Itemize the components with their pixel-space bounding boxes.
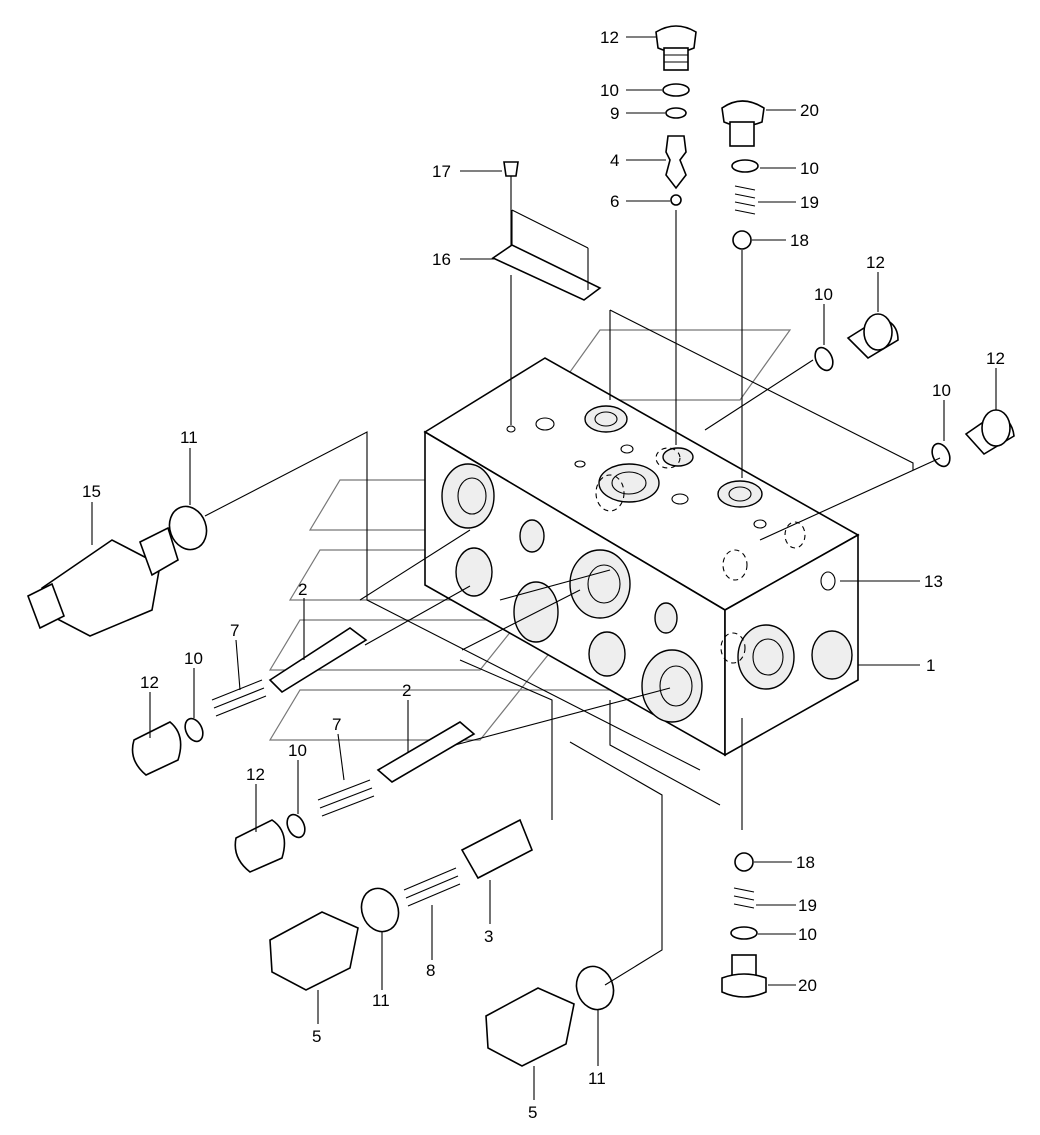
callout: 19 bbox=[800, 193, 819, 212]
bolt-and-plate bbox=[491, 161, 602, 301]
callout: 10 bbox=[798, 925, 817, 944]
top-plug-assembly bbox=[655, 25, 697, 206]
callout: 7 bbox=[230, 621, 239, 640]
callout: 12 bbox=[986, 349, 1005, 368]
callout: 12 bbox=[600, 28, 619, 47]
callout: 13 bbox=[924, 572, 943, 591]
callout: 15 bbox=[82, 482, 101, 501]
callout: 10 bbox=[184, 649, 203, 668]
callout: 11 bbox=[180, 428, 198, 447]
fitting-15 bbox=[26, 505, 208, 637]
callout: 18 bbox=[796, 853, 815, 872]
callout: 10 bbox=[932, 381, 951, 400]
bottom-relief-assembly bbox=[721, 852, 767, 998]
assembly-lines bbox=[204, 210, 941, 986]
callout: 5 bbox=[528, 1103, 537, 1122]
callout: 3 bbox=[484, 927, 493, 946]
callout-labels: 12 10 9 4 6 20 10 19 18 17 16 12 10 12 1… bbox=[82, 28, 1005, 1122]
callout: 6 bbox=[610, 192, 619, 211]
spool-assembly-lower bbox=[234, 721, 476, 873]
callout: 11 bbox=[372, 991, 390, 1010]
callout: 18 bbox=[790, 231, 809, 250]
spool-assembly-upper bbox=[131, 627, 368, 776]
leader-lines bbox=[91, 36, 997, 1100]
callout: 8 bbox=[426, 961, 435, 980]
callout: 2 bbox=[402, 681, 411, 700]
callout: 12 bbox=[866, 253, 885, 272]
callout: 2 bbox=[298, 580, 307, 599]
callout: 5 bbox=[312, 1027, 321, 1046]
callout: 10 bbox=[288, 741, 307, 760]
callout: 16 bbox=[432, 250, 451, 269]
callout: 12 bbox=[140, 673, 159, 692]
callout: 12 bbox=[246, 765, 265, 784]
callout: 17 bbox=[432, 162, 451, 181]
callout: 7 bbox=[332, 715, 341, 734]
right-plugs bbox=[814, 313, 1015, 468]
callout: 4 bbox=[610, 151, 619, 170]
callout: 19 bbox=[798, 896, 817, 915]
check-assembly bbox=[269, 818, 615, 1067]
callout: 11 bbox=[588, 1069, 606, 1088]
callout: 9 bbox=[610, 104, 619, 123]
callout: 10 bbox=[600, 81, 619, 100]
callout: 10 bbox=[800, 159, 819, 178]
top-relief-assembly bbox=[721, 100, 765, 250]
valve-block bbox=[423, 357, 860, 757]
callout: 10 bbox=[814, 285, 833, 304]
callout: 20 bbox=[798, 976, 817, 995]
callout: 1 bbox=[926, 656, 935, 675]
callout: 20 bbox=[800, 101, 819, 120]
